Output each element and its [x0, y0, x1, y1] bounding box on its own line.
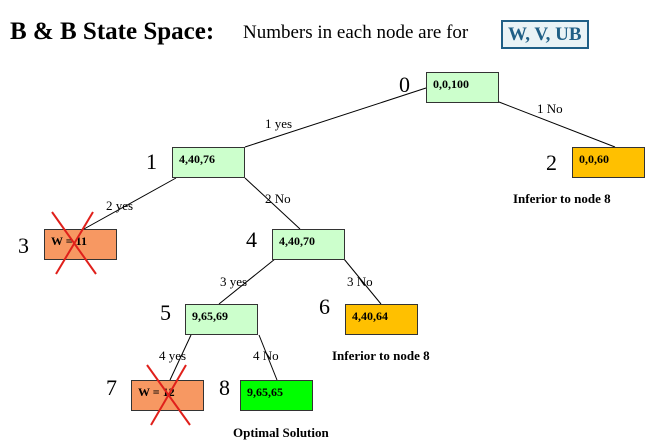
edge-1-3: [83, 177, 177, 230]
edge-label-4-6: 3 No: [347, 274, 373, 289]
edge-1-4: [244, 177, 301, 230]
node-number-2: 2: [546, 150, 557, 175]
edge-4-6: [343, 258, 382, 305]
node-number-0: 0: [399, 72, 410, 97]
edge-label-4-5: 3 yes: [220, 274, 248, 289]
node-number-8: 8: [219, 375, 230, 400]
node-1: 4,40,76: [172, 147, 245, 178]
edge-label-5-8: 4 No: [253, 348, 279, 363]
page-subtitle: Numbers in each node are for: [243, 22, 469, 43]
edge-label-0-1: 1 yes: [265, 116, 293, 131]
edge-4-5: [218, 258, 276, 305]
node-4: 4,40,70: [272, 229, 345, 260]
node-8: 9,65,65: [240, 380, 313, 411]
edge-5-8: [258, 334, 278, 381]
node-number-7: 7: [106, 375, 117, 400]
note-node-8: Optimal Solution: [233, 425, 329, 440]
node-0: 0,0,100: [426, 72, 499, 103]
edge-label-5-7: 4 yes: [159, 348, 187, 363]
node-number-1: 1: [146, 149, 157, 174]
node-number-4: 4: [246, 227, 257, 252]
page-title: B & B State Space:: [10, 18, 215, 45]
node-2: 0,0,60: [572, 147, 645, 178]
node-number-3: 3: [18, 233, 29, 258]
cross-mark-node-3: [51, 211, 97, 275]
edge-0-1: [244, 87, 427, 148]
note-node-6: Inferior to node 8: [332, 348, 430, 363]
node-number-6: 6: [319, 294, 330, 319]
note-node-2: Inferior to node 8: [513, 191, 611, 206]
edge-label-0-2: 1 No: [537, 101, 563, 116]
edge-5-7: [169, 334, 192, 381]
cross-mark-node-7: [146, 364, 191, 426]
node-5: 9,65,69: [185, 304, 258, 335]
edge-0-2: [498, 101, 616, 148]
legend-box: W, V, UB: [501, 20, 589, 49]
node-6: 4,40,64: [345, 304, 418, 335]
edge-label-1-4: 2 No: [265, 191, 291, 206]
node-number-5: 5: [160, 300, 171, 325]
edge-label-1-3: 2 yes: [106, 198, 134, 213]
